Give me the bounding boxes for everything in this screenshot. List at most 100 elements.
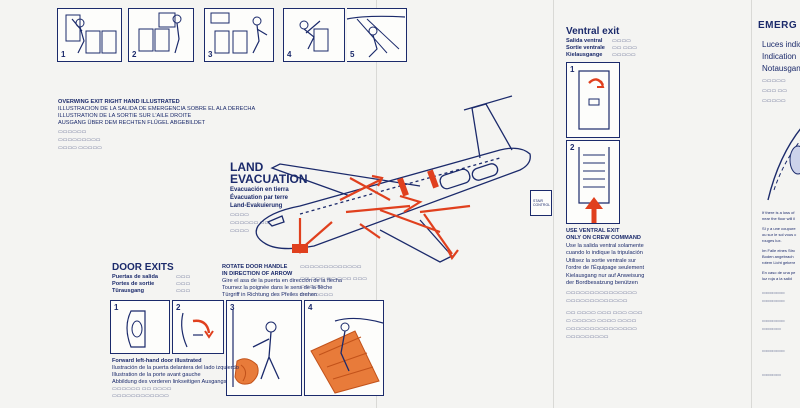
slide-exit-illustration [310, 317, 384, 394]
emergency-small-4: ou sur le sol vous c [762, 232, 797, 237]
ventral-use-1: USE VENTRAL EXIT [566, 228, 620, 234]
ventral-line-asian-3: ▭▭▭▭▭ [612, 52, 636, 58]
door-handle-illustration [126, 310, 146, 348]
rotate-title-2: IN DIRECTION OF ARROW [222, 271, 293, 277]
emergency-asian-1: ▭▭▭▭▭ [762, 78, 786, 84]
emergency-title: EMERG [758, 20, 798, 31]
forward-title: Forward left-hand door illustrated [112, 358, 202, 364]
step-number: 2 [132, 50, 137, 59]
ventral-asian-block-6: ▭▭▭▭▭▭▭▭▭ [566, 334, 609, 340]
emergency-asian-5: ▭▭▭▭▭▭ [762, 298, 785, 303]
overwing-caption-en: OVERWING EXIT RIGHT HAND ILLUSTRATED [58, 99, 180, 105]
ventral-line-fr: Sortie ventrale [566, 45, 605, 51]
door-step-4: 4 [304, 300, 384, 396]
ventral-use-line-5: Kielausgang nur auf Anweisung [566, 273, 645, 279]
land-line-de: Land-Evakuierung [230, 203, 283, 209]
ventral-line-de: Kielausgange [566, 52, 603, 58]
ventral-stairs-illustration [578, 147, 610, 223]
ventral-use-line-4: l'ordre de l'Équipage seulement [566, 265, 645, 271]
emergency-small-10: luz roja a la salid [762, 276, 792, 281]
door-line-fr: Portes de sortie [112, 281, 155, 287]
ventral-use-line-6: der Bordbesatzung benützen [566, 280, 638, 286]
step-number: 1 [570, 65, 575, 74]
rotate-line-asian-3: ▭▭▭▭▭ [300, 284, 324, 290]
emergency-small-5: rouges lux. [762, 238, 782, 243]
step-number: 1 [61, 50, 66, 59]
emergency-asian-8: ▭▭▭▭▭▭ [762, 348, 785, 353]
ventral-handle-illustration [578, 70, 610, 130]
door-step-1: 1 [110, 300, 170, 354]
forward-line-asian-2: ▭▭▭▭▭▭▭▭▭▭▭▭ [112, 393, 169, 399]
ventral-title: Ventral exit [566, 26, 620, 37]
land-title-1: LAND [230, 160, 264, 174]
stair-control-panel: STAIR CONTROL [530, 190, 552, 216]
overwing-caption-asian-1: ▭▭▭▭▭▭ [58, 129, 87, 135]
emergency-asian-3: ▭▭▭▭▭ [762, 98, 786, 104]
overwing-step-1: 1 [57, 8, 122, 62]
ventral-line-asian-1: ▭▭▭▭ [612, 38, 631, 44]
ventral-line-asian-2: ▭▭ ▭▭▭ [612, 45, 638, 51]
door-line-asian-2: ▭▭▭ [176, 281, 191, 287]
land-line-es: Evacuación en tierra [230, 187, 289, 193]
emergency-line-de: Notausgan [762, 64, 800, 73]
hatch-removal-illustration [138, 12, 182, 54]
emergency-asian-9: ▭▭▭▭▭ [762, 372, 781, 377]
emergency-small-9: En caso de una pe [762, 270, 796, 275]
ventral-use-line-1: Use la salida ventral solamente [566, 243, 644, 249]
land-line-asian-1: ▭▭▭▭ [230, 212, 249, 218]
ventral-asian-block-5: ▭▭▭▭▭▭▭▭▭▭▭▭▭▭▭ [566, 326, 637, 332]
rotate-line-asian-4: ▭▭▭▭▭▭▭ [300, 292, 334, 298]
step-number: 5 [350, 50, 355, 59]
forward-line-asian-1: ▭▭▭▭▭▭ ▭▭ ▭▭▭▭ [112, 386, 172, 392]
emergency-small-7: Boden angebrach [762, 254, 794, 259]
ventral-step-2: 2 [566, 140, 620, 224]
floor-lighting-illustration [767, 128, 800, 201]
wing-walkout-illustration [346, 15, 406, 58]
step-number: 1 [114, 303, 119, 312]
door-step-3: 3 [226, 300, 302, 396]
ventral-asian-block-4: ▭ ▭▭▭▭▭ ▭▭▭▭ ▭▭▭▭ [566, 318, 637, 324]
land-title-2: EVACUATION [230, 172, 308, 186]
ventral-step-1: 1 [566, 62, 620, 138]
ventral-line-es: Salida ventral [566, 38, 603, 44]
slide-deploy-illustration [232, 309, 280, 387]
passenger-exiting-illustration [299, 20, 329, 52]
step-number: 3 [208, 50, 213, 59]
rotate-title-1: ROTATE DOOR HANDLE [222, 264, 288, 270]
door-line-asian-1: ▭▭▭ [176, 274, 191, 280]
emergency-small-6: Im Falle eines Strc [762, 248, 796, 253]
step-number: 2 [570, 143, 575, 152]
step-number: 2 [176, 303, 181, 312]
door-step-2: 2 [172, 300, 224, 354]
ventral-use-line-2: cuando lo indique la tripulación [566, 250, 643, 256]
overwing-caption-es: ILLUSTRACION DE LA SALIDA DE EMERGENCIA … [58, 106, 256, 112]
emergency-line-es: Luces indic [762, 40, 800, 49]
rotate-line-asian-1: ▭▭▭▭▭▭▭▭▭▭▭▭▭ [300, 264, 362, 270]
forward-line-es: Ilustración de la puerta delantera del l… [112, 365, 239, 371]
door-line-de: Türausgang [112, 288, 145, 294]
rotate-line-asian-2: ▭▭ ▭▭▭ ▭▭ ▭▭▭ ▭▭▭ [300, 276, 367, 282]
emergency-small-8: rotem Licht gekenr [762, 260, 796, 265]
emergency-small-2: near the floor will il [762, 216, 796, 221]
hatch-placed-illustration [210, 12, 268, 54]
emergency-line-fr: Indication [762, 52, 797, 61]
ventral-asian-block-3: ▭▭ ▭▭▭▭ ▭▭▭ ▭▭▭ ▭▭▭ [566, 310, 643, 316]
step-number: 4 [308, 303, 313, 312]
door-line-es: Puertas de salida [112, 274, 159, 280]
door-line-asian-3: ▭▭▭ [176, 288, 191, 294]
overwing-caption-fr: ILLUSTRATION DE LA SORTIE SUR L'AILE DRO… [58, 113, 192, 119]
ventral-asian-block-1: ▭▭▭▭▭▭▭▭▭▭▭▭▭▭▭ [566, 290, 637, 296]
overwing-caption-asian-3: ▭▭▭▭ ▭▭▭▭▭ [58, 145, 102, 151]
emergency-asian-6: ▭▭▭▭▭▭ [762, 318, 785, 323]
rotate-line-es: Gire el asa de la puerta en dirección de… [222, 278, 343, 284]
rotate-handle-illustration [181, 312, 214, 348]
step-number: 3 [230, 303, 235, 312]
emergency-asian-7: ▭▭▭▭▭ [762, 326, 781, 331]
ventral-asian-block-2: ▭▭▭▭▭▭▭▭▭▭▭▭▭ [566, 298, 628, 304]
step-number: 4 [287, 50, 292, 59]
rotate-line-fr: Tournez la poignée dans le sens de la fl… [222, 285, 333, 291]
forward-line-de: Abbildung des vorderen linkseitigen Ausg… [112, 379, 227, 385]
land-line-asian-3: ▭▭▭▭ [230, 228, 249, 234]
overwing-step-3: 3 [204, 8, 274, 62]
